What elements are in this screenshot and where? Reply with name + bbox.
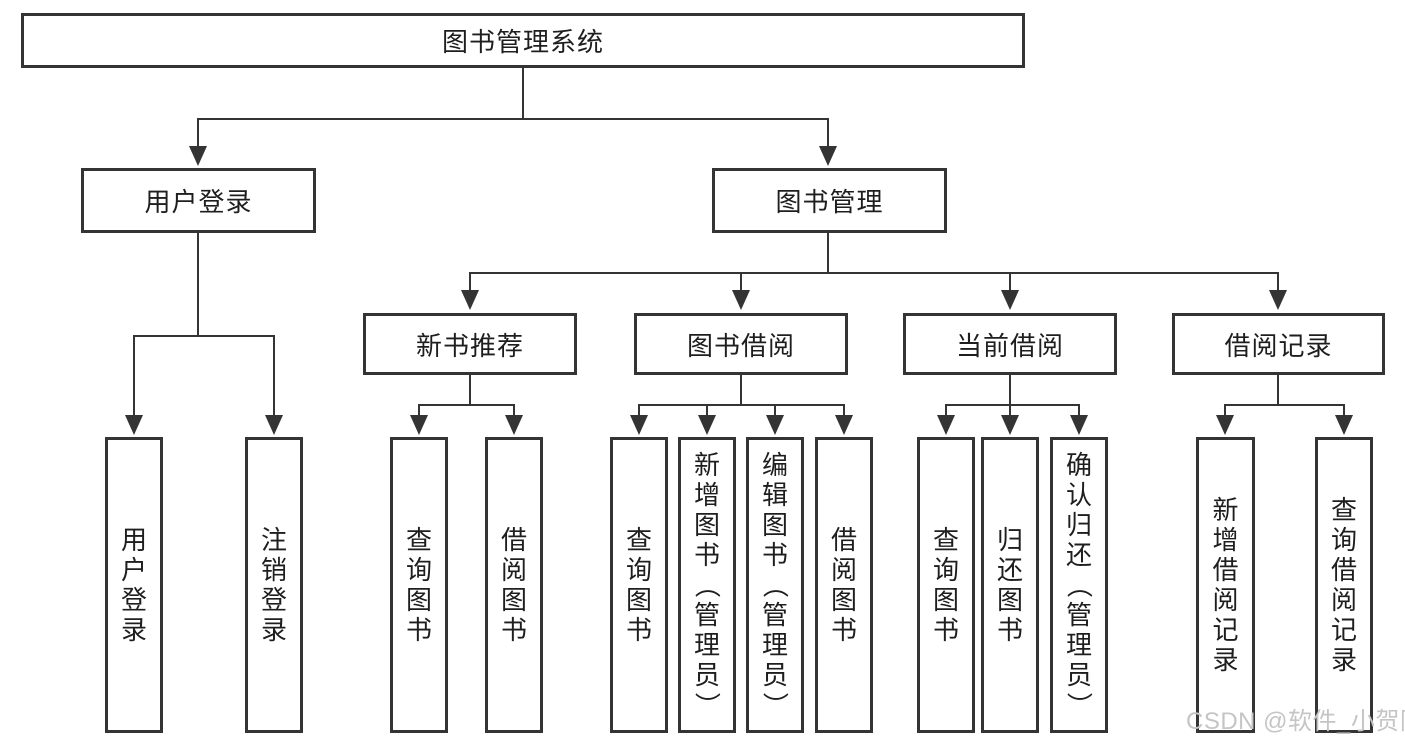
connector-new-books-stem	[469, 373, 471, 406]
node-current-borrow: 当前借阅	[903, 313, 1117, 375]
connector-level1-hline	[197, 118, 829, 120]
node-user-login: 用户登录	[81, 168, 316, 233]
leaf-borrow-books-2: 借阅图书	[815, 437, 873, 733]
node-book-borrow-label: 图书借阅	[686, 330, 795, 361]
connector-current-borrow-hline	[945, 404, 1080, 406]
leaf-add-borrow-record-label: 新增借阅记录	[1212, 495, 1239, 675]
leaf-query-books-1-label: 查询图书	[405, 525, 432, 645]
arrow-to-leaf-confirm-return	[1070, 405, 1088, 435]
leaf-borrow-books-2-label: 借阅图书	[830, 525, 857, 645]
leaf-query-books-1: 查询图书	[390, 437, 448, 733]
leaf-confirm-return-label: 确认归还（管理员）	[1063, 450, 1094, 719]
leaf-logout-label: 注销登录	[260, 525, 287, 645]
leaf-user-login-label: 用户登录	[120, 525, 147, 645]
connector-root-stem	[522, 68, 524, 119]
arrow-to-new-books	[461, 273, 479, 310]
connector-book-borrow-stem	[740, 373, 742, 406]
csdn-watermark: CSDN @软件_小贺同学	[1186, 708, 1405, 735]
arrow-to-current-borrow	[1001, 273, 1019, 310]
arrow-to-leaf-query-books-1	[410, 405, 428, 435]
leaf-return-books: 归还图书	[981, 437, 1039, 733]
leaf-query-books-2: 查询图书	[610, 437, 668, 733]
node-new-books: 新书推荐	[363, 313, 577, 375]
arrow-to-leaf-add-record	[1216, 405, 1234, 435]
leaf-add-borrow-record: 新增借阅记录	[1196, 437, 1255, 733]
connector-level2-hline	[469, 272, 1279, 274]
node-book-mgmt-label: 图书管理	[775, 187, 884, 217]
connector-book-mgmt-stem	[827, 231, 829, 274]
arrow-to-book-mgmt	[819, 119, 837, 166]
node-root-label: 图书管理系统	[441, 27, 604, 57]
leaf-return-books-label: 归还图书	[996, 525, 1023, 645]
arrow-to-leaf-logout	[265, 336, 283, 435]
connector-current-borrow-stem	[1009, 373, 1011, 406]
leaf-query-borrow-record-label: 查询借阅记录	[1330, 495, 1357, 675]
leaf-query-borrow-record: 查询借阅记录	[1315, 437, 1373, 733]
leaf-query-books-2-label: 查询图书	[625, 525, 652, 645]
leaf-query-books-3-label: 查询图书	[932, 525, 959, 645]
arrow-to-leaf-add-books	[698, 405, 716, 435]
node-root-library-system: 图书管理系统	[21, 13, 1025, 68]
arrow-to-leaf-return-books	[1001, 405, 1019, 435]
arrow-to-leaf-query-books-3	[937, 405, 955, 435]
arrow-to-leaf-edit-books	[766, 405, 784, 435]
node-book-mgmt: 图书管理	[712, 168, 947, 233]
connector-new-books-hline	[418, 404, 515, 406]
leaf-borrow-books-1: 借阅图书	[485, 437, 543, 733]
arrow-to-leaf-borrow-books-2	[835, 405, 853, 435]
arrow-to-leaf-query-books-2	[630, 405, 648, 435]
leaf-edit-books: 编辑图书（管理员）	[746, 437, 804, 733]
leaf-confirm-return: 确认归还（管理员）	[1050, 437, 1108, 733]
node-new-books-label: 新书推荐	[415, 330, 524, 361]
leaf-add-books: 新增图书（管理员）	[678, 437, 736, 733]
leaf-logout: 注销登录	[245, 437, 303, 733]
leaf-user-login: 用户登录	[105, 437, 163, 733]
connector-user-login-hline	[133, 335, 275, 337]
node-user-login-label: 用户登录	[144, 187, 253, 217]
node-borrow-records-label: 借阅记录	[1224, 330, 1333, 361]
arrow-to-leaf-user-login	[125, 336, 143, 435]
leaf-query-books-3: 查询图书	[917, 437, 975, 733]
connector-borrow-records-stem	[1277, 373, 1279, 406]
arrow-to-borrow-records	[1269, 273, 1287, 310]
arrow-to-book-borrow	[732, 273, 750, 310]
arrow-to-leaf-query-record	[1335, 405, 1353, 435]
connector-borrow-records-hline	[1224, 404, 1345, 406]
arrow-to-leaf-borrow-books-1	[505, 405, 523, 435]
node-book-borrow: 图书借阅	[634, 313, 848, 375]
leaf-borrow-books-1-label: 借阅图书	[500, 525, 527, 645]
connector-book-borrow-hline	[638, 404, 845, 406]
connector-user-login-stem	[197, 231, 199, 337]
arrow-to-user-login	[189, 119, 207, 166]
leaf-edit-books-label: 编辑图书（管理员）	[759, 450, 790, 719]
node-borrow-records: 借阅记录	[1172, 313, 1385, 375]
leaf-add-books-label: 新增图书（管理员）	[691, 450, 722, 719]
node-current-borrow-label: 当前借阅	[955, 330, 1064, 361]
